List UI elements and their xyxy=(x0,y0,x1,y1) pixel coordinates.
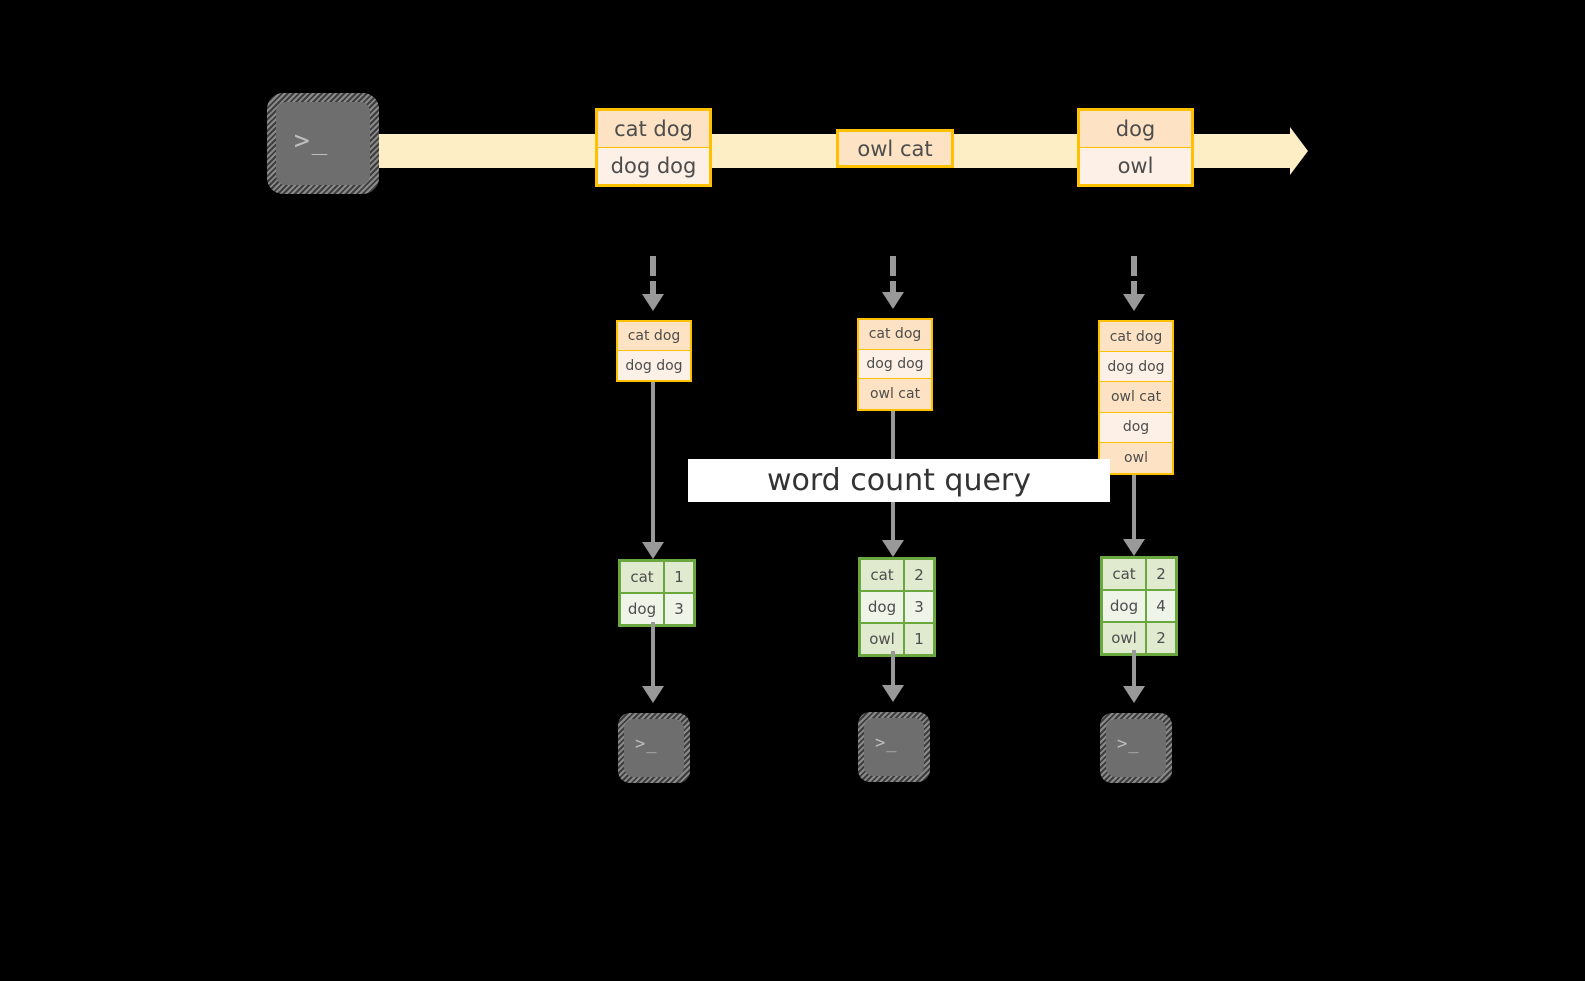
query-label-band: word count query xyxy=(688,459,1110,502)
stream-record-line: cat dog xyxy=(598,111,709,148)
dashed-arrow-icon xyxy=(650,281,656,295)
dashed-arrow-icon xyxy=(650,256,656,276)
accumulated-record-line: cat dog xyxy=(859,320,931,350)
table-row: cat 2 xyxy=(859,558,935,592)
stream-record-line: dog dog xyxy=(598,147,709,184)
accumulated-record-line: dog dog xyxy=(1100,352,1172,383)
dashed-arrow-head-icon xyxy=(642,294,664,311)
stream-record-line: dog xyxy=(1080,111,1191,148)
dashed-arrow-icon xyxy=(890,281,896,293)
result-word: cat xyxy=(859,558,905,592)
terminal-screen: >_ xyxy=(1106,719,1166,777)
table-row: owl 1 xyxy=(859,623,935,656)
result-word: dog xyxy=(619,593,665,626)
accumulated-records-1[interactable]: cat dog dog dog xyxy=(616,320,692,382)
source-terminal[interactable]: >_ xyxy=(267,93,379,194)
result-table-3[interactable]: cat 2 dog 4 owl 2 xyxy=(1100,556,1178,656)
result-word: owl xyxy=(1101,622,1147,655)
result-word: owl xyxy=(859,623,905,656)
table-row: dog 3 xyxy=(619,593,695,626)
query-label-text: word count query xyxy=(766,463,1032,498)
result-count: 2 xyxy=(1146,557,1177,591)
accumulated-record-line: dog dog xyxy=(859,349,931,380)
dashed-arrow-icon xyxy=(1131,281,1137,295)
dashed-arrow-head-icon xyxy=(882,292,904,309)
result-word: dog xyxy=(859,591,905,624)
terminal-screen: >_ xyxy=(624,719,684,777)
terminal-prompt-glyph: >_ xyxy=(294,126,330,156)
result-table-1[interactable]: cat 1 dog 3 xyxy=(618,559,696,627)
table-row: cat 1 xyxy=(619,560,695,594)
accumulated-record-line: dog xyxy=(1100,412,1172,443)
result-word: cat xyxy=(1101,557,1147,591)
terminal-screen: >_ xyxy=(276,102,370,185)
table-row: owl 2 xyxy=(1101,622,1177,655)
output-connector xyxy=(651,622,655,690)
result-table-2[interactable]: cat 2 dog 3 owl 1 xyxy=(858,557,936,657)
terminal-prompt-glyph: >_ xyxy=(875,733,898,753)
terminal-prompt-glyph: >_ xyxy=(1117,734,1140,754)
result-count: 4 xyxy=(1146,590,1177,623)
result-word: dog xyxy=(1101,590,1147,623)
flow-connector-arrowhead-icon xyxy=(1123,539,1145,556)
output-connector-arrowhead-icon xyxy=(882,685,904,702)
sink-terminal-2[interactable]: >_ xyxy=(858,712,930,782)
result-count: 1 xyxy=(664,560,695,594)
flow-connector xyxy=(651,382,655,547)
output-connector-arrowhead-icon xyxy=(1123,686,1145,703)
accumulated-record-line: cat dog xyxy=(618,322,690,351)
terminal-screen: >_ xyxy=(864,718,924,776)
result-count: 2 xyxy=(1146,622,1177,655)
output-connector-arrowhead-icon xyxy=(642,686,664,703)
result-count: 3 xyxy=(904,591,935,624)
output-connector xyxy=(891,651,895,689)
sink-terminal-3[interactable]: >_ xyxy=(1100,713,1172,783)
result-count: 1 xyxy=(904,623,935,656)
accumulated-records-2[interactable]: cat dog dog dog owl cat xyxy=(857,318,933,411)
accumulated-records-3[interactable]: cat dog dog dog owl cat dog owl xyxy=(1098,320,1174,475)
table-row: dog 3 xyxy=(859,591,935,624)
accumulated-record-line: owl xyxy=(1100,442,1172,473)
stream-record-line: owl cat xyxy=(839,132,951,165)
table-row: cat 2 xyxy=(1101,557,1177,591)
accumulated-record-line: owl cat xyxy=(859,379,931,409)
output-connector xyxy=(1132,650,1136,690)
stream-arrowhead-icon xyxy=(1290,127,1308,175)
accumulated-record-line: cat dog xyxy=(1100,322,1172,353)
stream-record-1[interactable]: cat dog dog dog xyxy=(595,108,712,187)
stream-record-line: owl xyxy=(1080,147,1191,184)
table-row: dog 4 xyxy=(1101,590,1177,623)
dashed-arrow-icon xyxy=(890,256,896,276)
flow-connector-arrowhead-icon xyxy=(642,542,664,559)
result-count: 3 xyxy=(664,593,695,626)
terminal-prompt-glyph: >_ xyxy=(635,734,658,754)
dashed-arrow-head-icon xyxy=(1123,294,1145,311)
result-word: cat xyxy=(619,560,665,594)
accumulated-record-line: dog dog xyxy=(618,351,690,380)
flow-connector xyxy=(1132,475,1136,545)
accumulated-record-line: owl cat xyxy=(1100,382,1172,413)
result-count: 2 xyxy=(904,558,935,592)
sink-terminal-1[interactable]: >_ xyxy=(618,713,690,783)
dashed-arrow-icon xyxy=(1131,256,1137,276)
flow-connector-arrowhead-icon xyxy=(882,540,904,557)
stream-record-3[interactable]: dog owl xyxy=(1077,108,1194,187)
stream-record-2[interactable]: owl cat xyxy=(836,129,954,168)
